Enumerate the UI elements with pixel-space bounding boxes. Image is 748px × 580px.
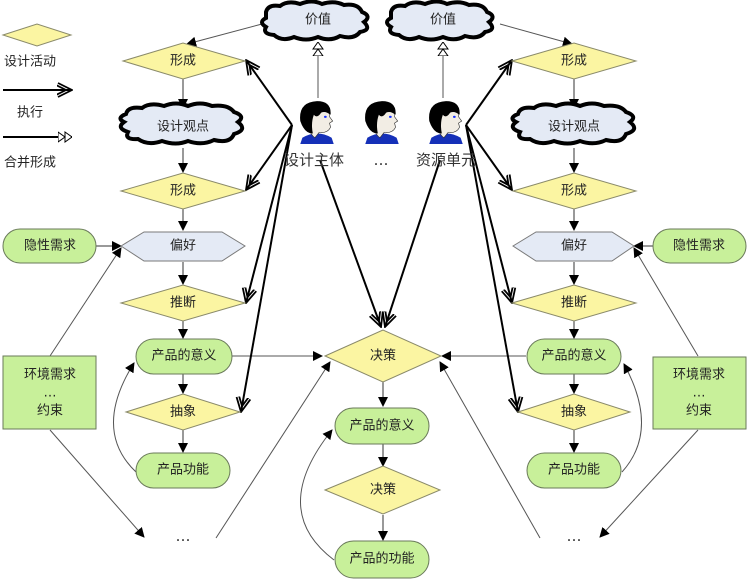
center-product-function-node [334,540,430,579]
left-abstraction-label: 抽象 [170,405,196,420]
legend-activity-diamond [1,23,73,47]
right-env-constraint-label: 约束 [686,404,712,419]
right-continuation-ellipsis: … [567,527,582,545]
left-env-constraint-label: 约束 [37,404,63,419]
right-viewpoint-label: 设计观点 [548,120,600,135]
right-column: 形成 设计观点 形成 偏好 推断 产品的意义 抽象 产品功能 … 隐性需求 环境… [510,42,747,545]
right-viewpoint-cloud [510,101,637,146]
left-preference-label: 偏好 [170,239,196,254]
legend-merge-label: 合并形成 [4,156,56,171]
right-product-meaning-label: 产品的意义 [541,348,606,364]
value-cloud-left: 价值 [260,0,370,42]
right-inference-label: 推断 [561,296,587,311]
left-inference-label: 推断 [170,296,196,311]
left-product-function-node [135,452,231,489]
value-cloud-right: 价值 [385,0,495,42]
left-implicit-need-label: 隐性需求 [24,239,76,254]
left-viewpoint-label: 设计观点 [157,120,209,135]
right-form-bottom-label: 形成 [561,184,587,199]
center-decision-top-diamond [323,329,443,383]
center-decision-top-label: 决策 [370,348,396,364]
center-product-meaning-label: 产品的意义 [349,418,414,434]
right-env-constraint-box [652,356,747,430]
right-product-function-node [526,452,622,489]
thin-connectors [49,23,699,561]
left-form-bottom-label: 形成 [170,184,196,199]
resource-unit-label: 资源单元 [416,151,476,169]
left-abstraction-diamond [124,393,242,431]
right-abstraction-label: 抽象 [561,405,587,420]
right-preference-hexagon [512,231,635,262]
left-env-constraint-box [2,355,97,430]
legend-activity-label: 设计活动 [4,55,56,70]
legend: 设计活动 执行 合并形成 [1,23,73,171]
left-form-bottom-diamond [119,172,247,210]
right-preference-label: 偏好 [561,239,587,254]
right-env-ellipsis-label: … [693,386,706,401]
right-abstraction-diamond [516,393,632,431]
right-product-function-label: 产品功能 [548,463,600,478]
resource-unit-person-icon [428,100,464,144]
left-product-meaning-node [135,338,233,375]
left-product-function-label: 产品功能 [157,463,209,478]
left-inference-diamond [119,284,247,322]
right-form-top-diamond [510,42,638,80]
legend-execute-label: 执行 [17,106,43,121]
center-product-function-label: 产品的功能 [349,551,414,567]
center-product-meaning-node [334,407,430,445]
other-actor-person-icon [364,100,400,144]
left-env-ellipsis-label: … [44,386,57,401]
design-subject-person-icon [299,100,335,144]
left-product-meaning-label: 产品的意义 [151,348,216,364]
value-right-label: 价值 [430,12,456,28]
right-inference-diamond [510,284,638,322]
right-implicit-need-node [652,228,747,264]
left-implicit-need-node [2,228,97,264]
left-column: 形成 设计观点 形成 偏好 推断 产品的意义 抽象 产品功能 … 隐性需求 环境… [2,42,247,545]
center-decision-bottom-label: 决策 [370,482,396,498]
left-form-top-label: 形成 [170,54,196,69]
center-column: 决策 产品的意义 决策 产品的功能 [323,329,443,579]
right-form-bottom-diamond [511,172,638,210]
right-implicit-need-label: 隐性需求 [673,239,725,254]
actors-ellipsis-label: … [374,151,389,169]
left-preference-hexagon [120,231,246,262]
left-viewpoint-cloud [118,101,245,146]
center-decision-bottom-diamond [323,465,442,515]
right-form-top-label: 形成 [561,54,587,69]
design-subject-label: 设计主体 [284,151,344,169]
left-env-need-label: 环境需求 [24,368,76,383]
left-continuation-ellipsis: … [176,527,191,545]
right-product-meaning-node [526,338,622,375]
right-env-need-label: 环境需求 [673,368,725,383]
value-left-label: 价值 [305,12,331,28]
execute-arrows [241,60,518,412]
left-form-top-diamond [121,42,247,80]
